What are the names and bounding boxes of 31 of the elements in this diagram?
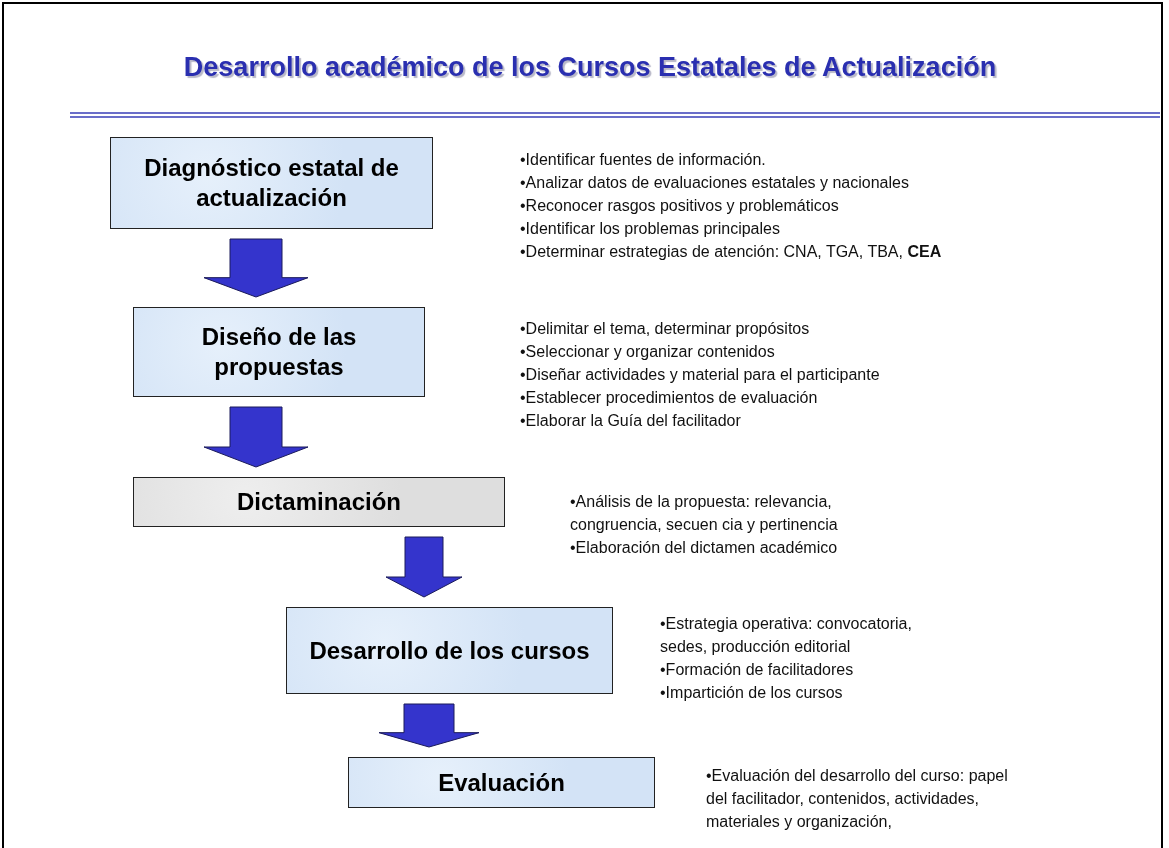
process-box [286,607,613,694]
bullet-text: •Determinar estrategias de atención: CNA, TGA, TBA, CEA [520,242,943,262]
process-box [110,137,433,229]
step-title: Desarrollo de los cursos [309,635,590,666]
bullet-text: •Diseñar actividades y material para el participante [520,365,881,385]
bullet-text: •Elaborar la Guía del facilitador [520,411,742,431]
bullet-text: •Establecer procedimientos de evaluación [520,388,819,408]
bullet-text: •Evaluación del desarrollo del curso: papel del facilitador, contenidos, actividades, materiales y organización, [706,766,1009,832]
bullet-text: •Delimitar el tema, determinar propósitos [520,319,811,339]
bullet-text: •Analizar datos de evaluaciones estatales y nacionales [520,173,910,193]
process-box [133,477,505,527]
step-title: Evaluación [438,767,565,798]
bullet-text: •Elaboración del dictamen académico [570,538,839,558]
step-title: Diagnóstico estatal de actualización [143,153,400,213]
block-arrow [203,406,309,468]
block-arrow [378,703,480,748]
bullet-text: •Estrategia operativa: convocatoria, sedes, producción editorial [660,614,913,657]
block-arrow [203,238,309,298]
bullet-text: •Identificar fuentes de información. [520,150,767,170]
bullet-text: •Formación de facilitadores [660,660,855,680]
step-title: Diseño de las propuestas [200,322,358,382]
process-box [133,307,425,397]
bullet-text: •Identificar los problemas principales [520,219,781,239]
bullet-text: •Impartición de los cursos [660,683,844,703]
block-arrow [385,536,463,598]
bullet-text: •Análisis de la propuesta: relevancia, congruencia, secuen cia y pertinencia [570,492,839,535]
step-title: Dictaminación [236,487,401,517]
diagram-title: Desarrollo académico de los Cursos Estatales de Actualización [182,52,998,83]
process-box [348,757,655,808]
bullet-text: •Seleccionar y organizar contenidos [520,342,776,362]
bullet-text: •Reconocer rasgos positivos y problemáticos [520,196,840,216]
